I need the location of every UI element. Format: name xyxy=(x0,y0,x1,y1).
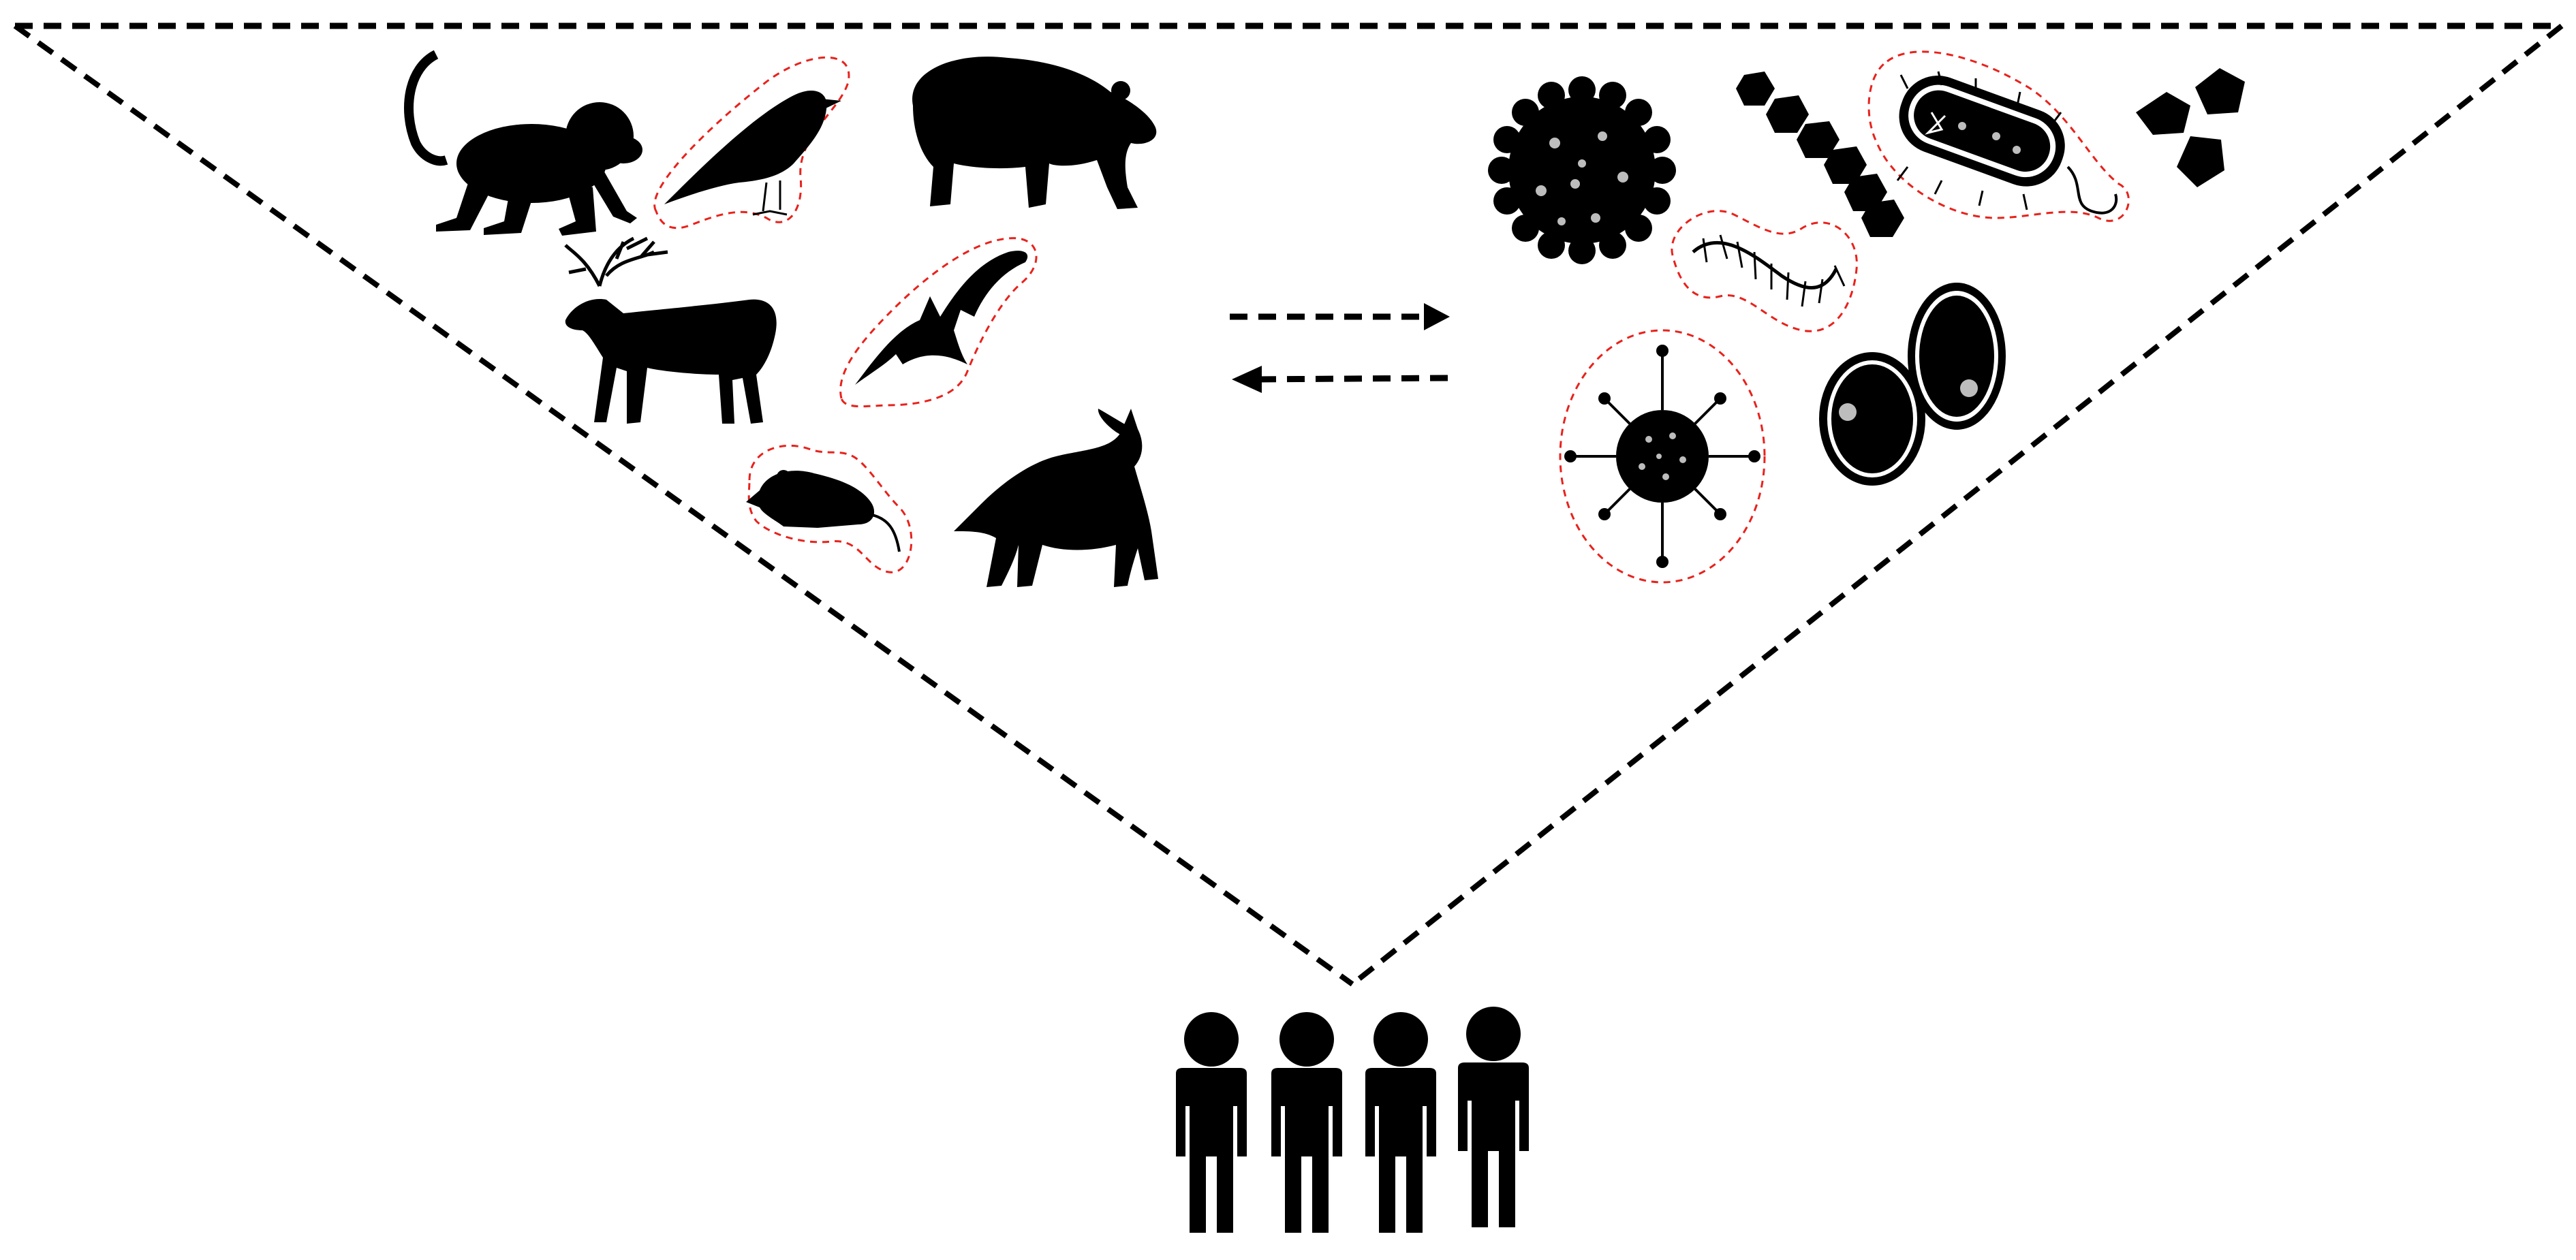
person-icon xyxy=(1176,1012,1247,1233)
dog-icon xyxy=(954,409,1158,587)
arrow-right-head-icon xyxy=(1424,303,1450,330)
deer-icon xyxy=(564,236,777,424)
bacillus-icon xyxy=(1867,50,2130,222)
arrow-left-head-icon xyxy=(1232,366,1262,393)
spirochete-icon xyxy=(1671,210,1858,332)
person-icon xyxy=(1458,1007,1529,1227)
spiked-virus-icon xyxy=(1559,329,1766,584)
bird-icon xyxy=(653,56,850,230)
pentagon-cluster-icon xyxy=(2136,68,2245,187)
rodent-icon xyxy=(746,444,913,573)
round-virus-icon xyxy=(1488,76,1676,264)
people-group-icon xyxy=(1176,1007,1529,1233)
bidirectional-arrows xyxy=(1230,303,1450,393)
inverted-triangle xyxy=(13,22,2564,987)
bear-icon xyxy=(912,57,1157,209)
cocci-chain-icon xyxy=(1736,72,1904,237)
person-icon xyxy=(1365,1012,1436,1233)
triangle-left-edge xyxy=(13,23,1354,987)
fungal-cells-icon xyxy=(1819,283,2006,486)
bat-icon xyxy=(839,237,1038,408)
arrow-left-line xyxy=(1254,375,1448,383)
monkey-icon xyxy=(404,50,642,236)
person-icon xyxy=(1271,1012,1342,1233)
